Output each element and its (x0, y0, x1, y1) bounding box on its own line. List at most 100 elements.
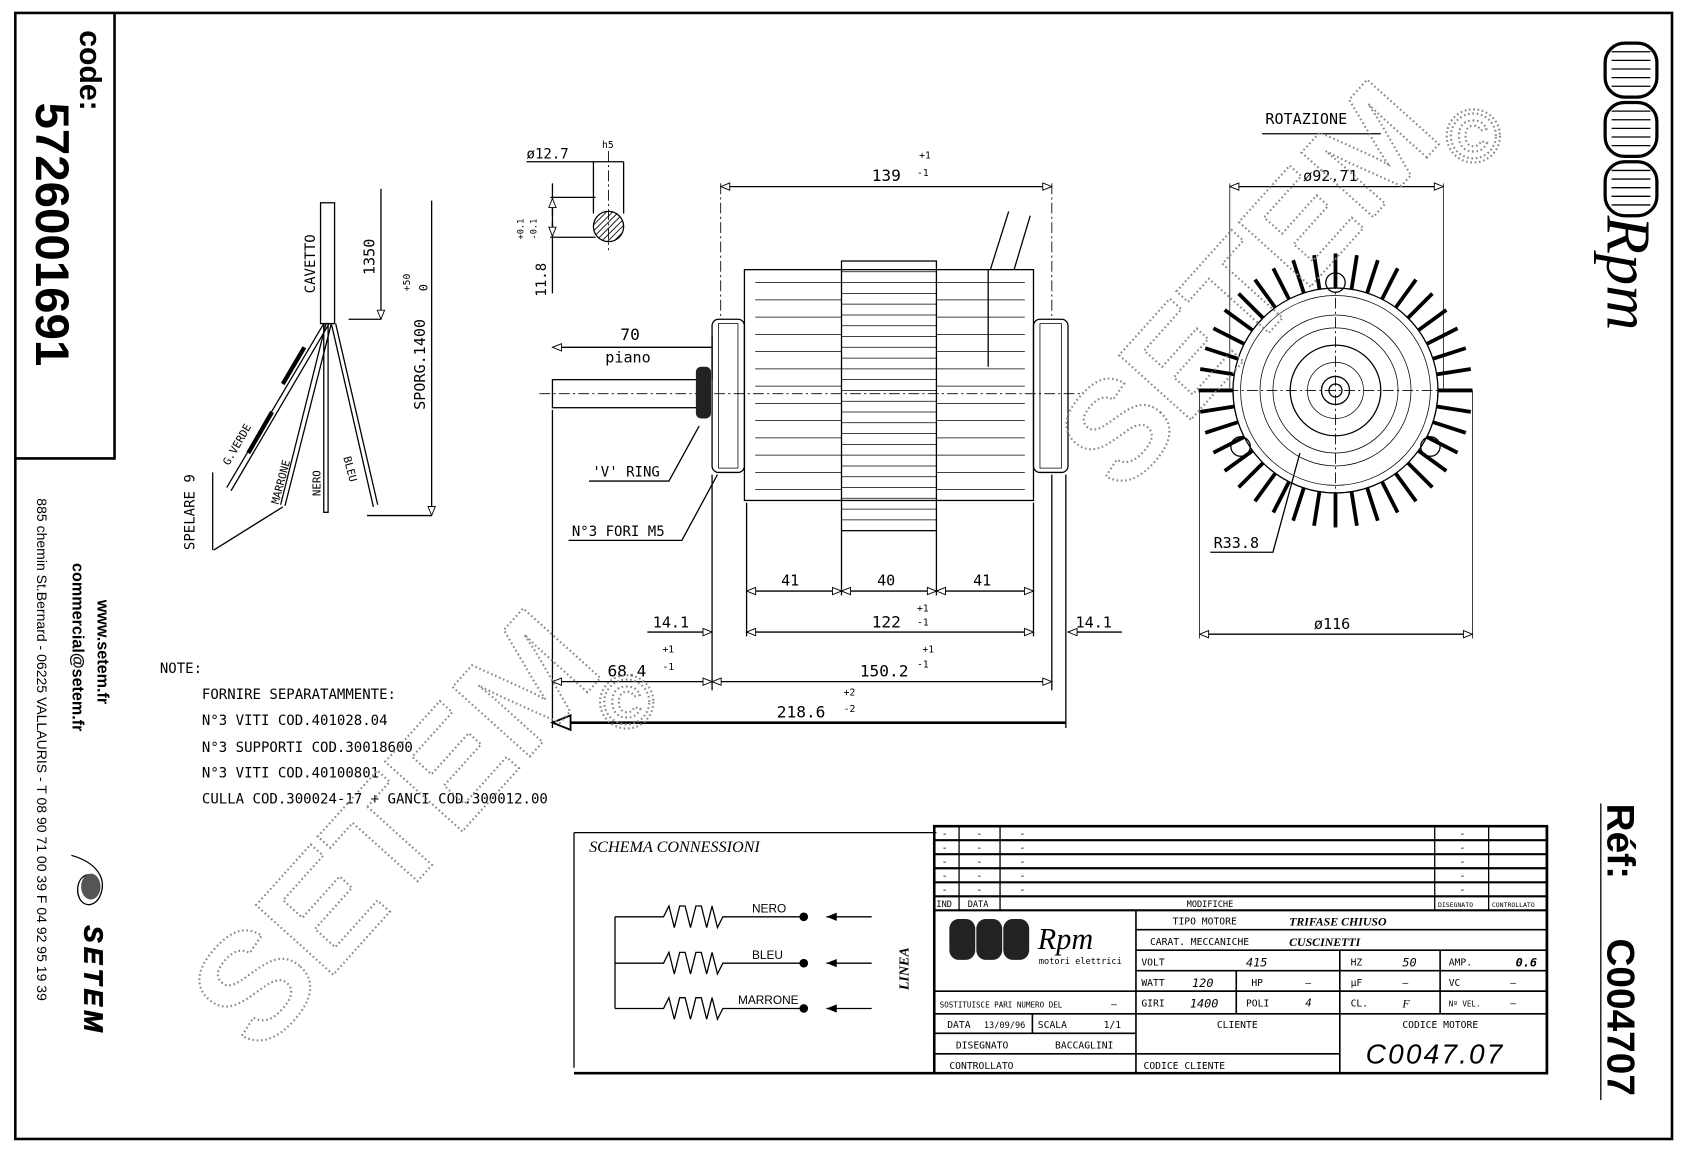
codice-cliente-label: CODICE CLIENTE (1144, 1061, 1226, 1072)
sostituisce: — (1111, 999, 1117, 1010)
dim-40: 40 (877, 572, 895, 590)
shaft-flat-dim: 11.8 (534, 263, 550, 297)
1: - (976, 885, 982, 896)
1: - (976, 871, 982, 882)
vc-label: VC (1449, 978, 1461, 989)
controllato: CONTROLLATO (1492, 901, 1535, 909)
giri-label: GIRI (1141, 998, 1164, 1009)
cooling-fin (1406, 461, 1434, 489)
disegnato-label: DISEGNATO (956, 1040, 1009, 1051)
cooling-fin (1365, 259, 1380, 294)
amp-label: AMP. (1449, 957, 1472, 968)
disegnato: DISEGNATO (1438, 901, 1473, 909)
motor-side-view: 139 +1 -1 70 piano 'V' RING N°3 FORI M5 … (539, 151, 1122, 732)
cooling-fin (1425, 326, 1459, 346)
tipo-motore: TRIFASE CHIUSO (1289, 914, 1387, 928)
linea-label: LINEA (897, 947, 912, 991)
cooling-fin (1380, 267, 1400, 301)
cooling-fin (1291, 487, 1306, 522)
resistor (614, 995, 804, 1022)
cooling-fin (1394, 278, 1418, 309)
code-value: 5726001691 (25, 102, 78, 366)
2: - (1019, 843, 1025, 854)
dim-70: 70 (620, 325, 639, 344)
cable-length: 1350 (360, 239, 378, 275)
cooling-fin (1199, 367, 1235, 377)
cooling-fin (1253, 278, 1277, 309)
dim-68-4-tol-minus: -1 (662, 662, 674, 673)
scala-label: SCALA (1038, 1020, 1067, 1031)
dim-139-tol-plus: +1 (919, 151, 931, 162)
0: - (942, 871, 948, 882)
rotation-label: ROTAZIONE (1265, 110, 1347, 128)
codice-motore: C0047.07 (1366, 1038, 1505, 1069)
code-label: code: (73, 30, 106, 111)
dim-150-2-tol-plus: +1 (922, 645, 934, 656)
poli-label: POLI (1246, 998, 1269, 1009)
holes-label: N°3 FORI M5 (572, 524, 665, 540)
cooling-fin (1312, 491, 1322, 527)
dim-116: ø116 (1314, 615, 1350, 633)
3: - (1460, 871, 1466, 882)
uf: — (1402, 978, 1408, 989)
carat: CUSCINETTI (1289, 935, 1361, 949)
cooling-fin (1237, 461, 1265, 489)
shaft-section: ø12.7 h5 11.8 +0.1 -0.1 (516, 140, 625, 297)
0: - (942, 829, 948, 840)
dim-92-71: ø92.71 (1303, 167, 1358, 185)
hp-label: HP (1251, 978, 1263, 989)
cooling-fin (1204, 346, 1239, 361)
dim-41-right: 41 (973, 572, 991, 590)
schema-title: SCHEMA CONNESSIONI (589, 839, 761, 856)
dim-68-4-tol-plus: +1 (662, 645, 674, 656)
volt-label: VOLT (1141, 957, 1164, 968)
schema-wire-bleu: BLEU (752, 948, 783, 962)
carat-label: CARAT. MECCANICHE (1150, 937, 1249, 948)
dim-218-6: 218.6 (777, 702, 826, 721)
terminal-dot (799, 1004, 809, 1013)
cooling-fin (1417, 449, 1448, 473)
note-line: CULLA COD.300024-17 + GANCI COD.300012.0… (202, 792, 548, 808)
cooling-fin (1223, 449, 1254, 473)
website: www.setem.fr (93, 599, 111, 705)
schema-wire-nero: NERO (752, 901, 786, 915)
mount-ear (1230, 436, 1251, 457)
spelare-label: SPELARE 9 (182, 474, 198, 550)
cooling-fin (1271, 480, 1291, 514)
cooling-fin (1417, 308, 1448, 332)
watt: 120 (1192, 976, 1213, 990)
1: - (976, 857, 982, 868)
3: - (1460, 885, 1466, 896)
controllato-label: CONTROLLATO (949, 1061, 1013, 1072)
cooling-fin (1394, 472, 1418, 503)
watermark-copyright: © (1446, 94, 1502, 178)
watt-label: WATT (1141, 978, 1164, 989)
hz: 50 (1402, 955, 1416, 969)
cooling-fin (1237, 292, 1265, 320)
codice-motore-label: CODICE MOTORE (1402, 1020, 1478, 1031)
resistor (614, 950, 804, 976)
cooling-fin (1349, 254, 1359, 290)
dim-14-1-left: 14.1 (653, 614, 689, 632)
cooling-fin (1199, 404, 1235, 414)
email: commercial@setem.fr (68, 563, 86, 732)
dim-218-6-tol-plus: +2 (844, 688, 856, 699)
cable-outlet (989, 211, 1031, 270)
notes-title: NOTE: (160, 661, 202, 677)
cooling-fin (1212, 326, 1246, 346)
dim-122: 122 (872, 613, 901, 632)
cooling-fin (1253, 472, 1277, 503)
1: - (976, 843, 982, 854)
terminal-dot (799, 958, 809, 968)
reference: Réf: C004707 (1598, 803, 1641, 1101)
cooling-fin (1365, 487, 1380, 522)
cl-label: CL. (1351, 998, 1369, 1009)
flange-right (1032, 318, 1069, 474)
sostituisce-label: SOSTITUISCE PARI NUMERO DEL (940, 1000, 1063, 1009)
data-label: DATA (947, 1020, 970, 1031)
dim-122-tol-minus: -1 (917, 618, 929, 629)
cooling-fin (1425, 435, 1459, 455)
shaft-tol-plus: +0.1 (516, 219, 526, 240)
volt: 415 (1246, 955, 1267, 969)
